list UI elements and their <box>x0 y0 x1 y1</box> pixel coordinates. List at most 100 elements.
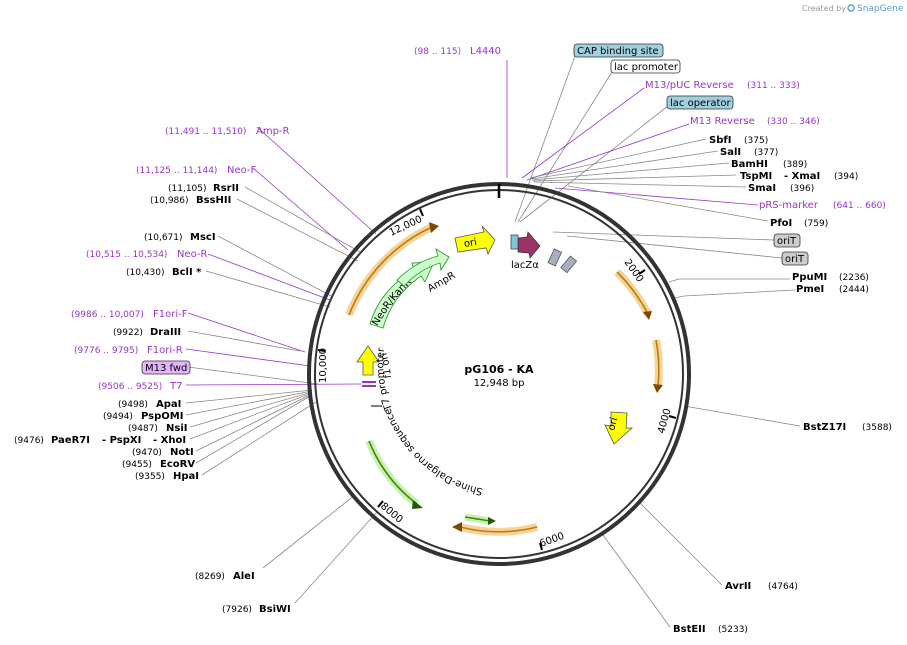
svg-text:oriT: oriT <box>777 236 797 247</box>
site-ecorv: (9455)EcoRV <box>122 459 195 470</box>
svg-text:(11,125 .. 11,144): (11,125 .. 11,144) <box>136 166 217 176</box>
site-bcli: (10,430)BclI * <box>126 267 202 278</box>
site-sali: SalI (377) <box>720 147 778 158</box>
primer-t7: (9506 .. 9525) T7 <box>98 381 182 392</box>
svg-text:BstZ17I: BstZ17I <box>803 422 846 433</box>
svg-text:(9355): (9355) <box>135 472 165 482</box>
svg-text:(9494): (9494) <box>103 412 133 422</box>
svg-text:PmeI: PmeI <box>796 284 824 295</box>
svg-text:NotI: NotI <box>170 447 194 458</box>
site-tspmi-xmai: TspMI- XmaI(394) <box>740 171 858 182</box>
svg-text:AvrII: AvrII <box>725 581 751 592</box>
svg-text:(11,491 .. 11,510): (11,491 .. 11,510) <box>165 127 246 137</box>
svg-text:lac promoter: lac promoter <box>614 62 679 73</box>
ori-top-label: ori <box>463 237 478 250</box>
svg-text:(377): (377) <box>754 148 778 158</box>
site-paer7i-pspxi-xhoi: (9476)PaeR7I- PspXI- XhoI <box>14 435 186 446</box>
site-bstz17i: BstZ17I (3588) <box>803 422 892 433</box>
svg-text:AleI: AleI <box>233 571 255 582</box>
m13-fwd-label: M13 fwd <box>141 360 191 375</box>
svg-text:(11,105): (11,105) <box>168 184 207 194</box>
svg-text:- XmaI: - XmaI <box>784 171 820 182</box>
svg-text:(641 .. 660): (641 .. 660) <box>833 201 886 211</box>
svg-text:Amp-R: Amp-R <box>256 126 290 137</box>
svg-text:(8269): (8269) <box>195 572 225 582</box>
svg-text:SalI: SalI <box>720 147 741 158</box>
svg-text:BclI *: BclI * <box>172 267 202 278</box>
svg-text:(9487): (9487) <box>128 424 158 434</box>
svg-text:NsiI: NsiI <box>166 423 187 434</box>
svg-text:(311 .. 333): (311 .. 333) <box>747 81 800 91</box>
lac-operator-label: lac operator <box>666 95 734 110</box>
primer-prs-marker: pRS-marker (641 .. 660) <box>759 200 886 211</box>
ori-right-label: ori <box>606 416 620 431</box>
orit-label-1: oriT <box>773 233 801 248</box>
svg-text:MscI: MscI <box>190 232 216 243</box>
site-rsrii: (11,105) RsrII <box>168 183 239 194</box>
svg-text:(9455): (9455) <box>122 460 152 470</box>
primer-m13-reverse: M13 Reverse (330 .. 346) <box>690 116 820 127</box>
ori-right-arrow: ori <box>604 411 634 445</box>
svg-text:(330 .. 346): (330 .. 346) <box>767 117 820 127</box>
svg-text:(4764): (4764) <box>768 582 798 592</box>
f1-ori-arrow: f1 ori <box>356 345 394 379</box>
svg-text:(9776 .. 9795): (9776 .. 9795) <box>74 346 138 356</box>
orit-feature-1 <box>547 248 563 267</box>
credit-text: Created by <box>802 4 846 13</box>
svg-text:(10,671): (10,671) <box>144 233 183 243</box>
snapgene-logo-icon <box>847 4 855 12</box>
site-apai: (9498) ApaI <box>118 399 181 410</box>
plasmid-name: pG106 - KA <box>464 363 534 376</box>
svg-text:M13 fwd: M13 fwd <box>145 363 187 374</box>
f1-ori-label: f1 ori <box>379 352 394 379</box>
site-draiii: (9922)DraIII <box>113 327 181 338</box>
svg-text:pRS-marker: pRS-marker <box>759 200 819 211</box>
svg-text:M13/pUC Reverse: M13/pUC Reverse <box>645 80 734 91</box>
svg-text:lac operator: lac operator <box>670 98 731 109</box>
svg-text:(10,986): (10,986) <box>150 196 189 206</box>
site-smai: SmaI (396) <box>748 183 814 194</box>
site-hpai: (9355) HpaI <box>135 471 199 482</box>
svg-text:(9476): (9476) <box>14 436 44 446</box>
m13-fwd-primer-mark <box>362 385 376 387</box>
svg-text:HpaI: HpaI <box>173 471 199 482</box>
svg-text:RsrII: RsrII <box>213 183 239 194</box>
leader-lines <box>185 55 801 628</box>
primer-m13-puc-reverse: M13/pUC Reverse (311 .. 333) <box>645 80 800 91</box>
svg-text:(5233): (5233) <box>718 625 748 635</box>
svg-text:SmaI: SmaI <box>748 183 776 194</box>
svg-text:(9922): (9922) <box>113 328 143 338</box>
t7-promoter-label: T7 promoter <box>375 346 395 412</box>
site-pmei: PmeI (2444) <box>796 284 869 295</box>
svg-text:SbfI: SbfI <box>709 135 731 146</box>
svg-text:(396): (396) <box>790 184 814 194</box>
primer-f1ori-f: (9986 .. 10,007) F1ori-F <box>71 309 188 320</box>
svg-text:Neo-R: Neo-R <box>177 249 208 260</box>
plasmid-size: 12,948 bp <box>474 378 525 389</box>
primer-amp-r: (11,491 .. 11,510) Amp-R <box>165 126 290 137</box>
svg-text:- PspXI: - PspXI <box>102 435 141 446</box>
site-ppumi: PpuMI(2236) <box>792 272 869 283</box>
green-arc-small <box>464 513 496 525</box>
svg-text:(7926): (7926) <box>222 605 252 615</box>
svg-text:BsiWI: BsiWI <box>259 604 291 615</box>
svg-text:(2444): (2444) <box>839 285 869 295</box>
svg-text:(10,515 .. 10,534): (10,515 .. 10,534) <box>86 250 167 260</box>
svg-text:ApaI: ApaI <box>156 399 181 410</box>
svg-text:(3588): (3588) <box>862 423 892 433</box>
ampr-label: AmpR <box>426 270 457 294</box>
svg-text:(9498): (9498) <box>118 400 148 410</box>
svg-text:BamHI: BamHI <box>731 159 768 170</box>
svg-text:(9506 .. 9525): (9506 .. 9525) <box>98 382 162 392</box>
svg-text:(98 .. 115): (98 .. 115) <box>414 47 461 57</box>
orange-arc-right-2 <box>652 339 663 393</box>
svg-text:M13 Reverse: M13 Reverse <box>690 116 755 127</box>
lacza-label: lacZα <box>511 260 539 271</box>
neor-kanr-label: NeoR/KanR <box>370 277 413 328</box>
svg-text:(759): (759) <box>804 219 828 229</box>
site-pfoi: PfoI(759) <box>770 218 828 229</box>
site-alei: (8269) AleI <box>195 571 255 582</box>
svg-text:PspOMI: PspOMI <box>141 411 183 422</box>
primer-neo-f: (11,125 .. 11,144) Neo-F <box>136 165 257 176</box>
svg-text:L4440: L4440 <box>470 46 501 57</box>
